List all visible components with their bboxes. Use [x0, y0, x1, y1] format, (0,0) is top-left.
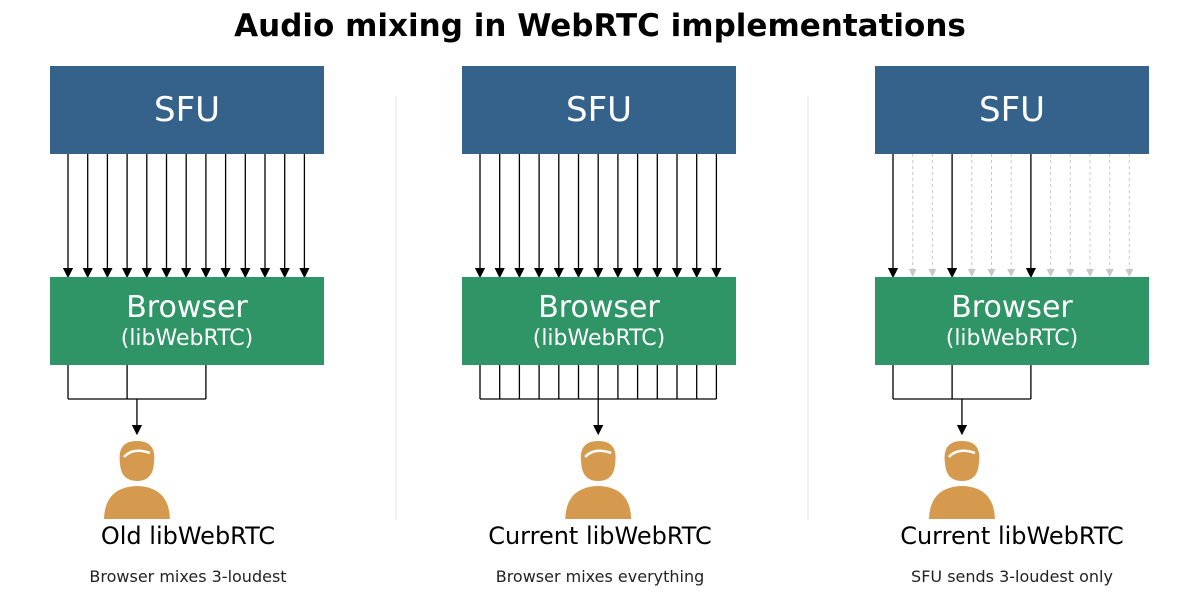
- sfu-box-1: SFU: [50, 66, 324, 154]
- browser-box-1: Browser (libWebRTC): [50, 277, 324, 365]
- sfu-box-3: SFU: [875, 66, 1149, 154]
- panel-caption-3: Current libWebRTC: [900, 522, 1124, 550]
- browser-label-1: Browser: [126, 290, 248, 326]
- browser-sub-label-1: (libWebRTC): [120, 325, 254, 351]
- browser-sub-label-2: (libWebRTC): [532, 325, 666, 351]
- panel-caption-2: Current libWebRTC: [488, 522, 712, 550]
- browser-sub-label-3: (libWebRTC): [945, 325, 1079, 351]
- browser-label-2: Browser: [538, 290, 660, 326]
- sfu-box-2: SFU: [462, 66, 736, 154]
- sfu-label-2: SFU: [565, 90, 633, 130]
- browser-box-3: Browser (libWebRTC): [875, 277, 1149, 365]
- diagram-title: Audio mixing in WebRTC implementations: [234, 8, 966, 44]
- browser-label-3: Browser: [951, 290, 1073, 326]
- sfu-label-3: SFU: [978, 90, 1046, 130]
- user-icon: [928, 441, 995, 519]
- user-icon: [565, 441, 632, 519]
- browser-box-2: Browser (libWebRTC): [462, 277, 736, 365]
- panel-subcaption-1: Browser mixes 3-loudest: [89, 567, 287, 586]
- panel-subcaption-2: Browser mixes everything: [495, 567, 705, 586]
- user-icon: [103, 441, 170, 519]
- panel-caption-1: Old libWebRTC: [100, 522, 276, 550]
- sfu-label-1: SFU: [153, 90, 221, 130]
- panel-subcaption-3: SFU sends 3-loudest only: [911, 567, 1113, 586]
